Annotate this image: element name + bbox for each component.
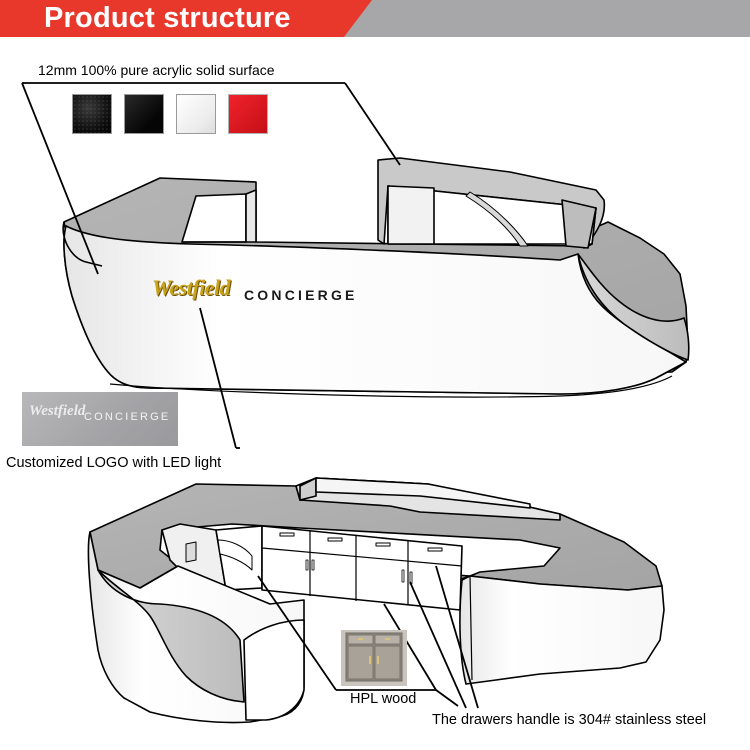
thumbnail-logo-concierge: CONCIERGE	[84, 411, 171, 423]
swatch-white	[176, 94, 216, 134]
callout-lines	[21, 82, 479, 709]
surface-material-label: 12mm 100% pure acrylic solid surface	[38, 62, 275, 78]
desk-logo-concierge: CONCIERGE	[244, 287, 358, 303]
swatch-black	[124, 94, 164, 134]
drawer-handle-label: The drawers handle is 304# stainless ste…	[432, 712, 707, 728]
swatch-red	[228, 94, 268, 134]
swatch-black-sparkle	[72, 94, 112, 134]
hpl-wood-label: HPL wood	[350, 691, 417, 707]
desk-logo-brand: Westfield	[152, 275, 231, 300]
thumbnail-logo-brand: Westfield	[29, 403, 86, 419]
hpl-wood-thumbnail	[341, 630, 407, 686]
logo-led-label: Customized LOGO with LED light	[6, 455, 222, 471]
desk-rear-view	[87, 477, 665, 724]
led-logo-thumbnail: Westfield CONCIERGE	[22, 392, 178, 446]
desk-front-view	[62, 157, 690, 398]
page-title: Product structure	[44, 2, 291, 34]
hpl-cabinet-icon	[345, 632, 403, 682]
header-accent	[0, 0, 372, 37]
